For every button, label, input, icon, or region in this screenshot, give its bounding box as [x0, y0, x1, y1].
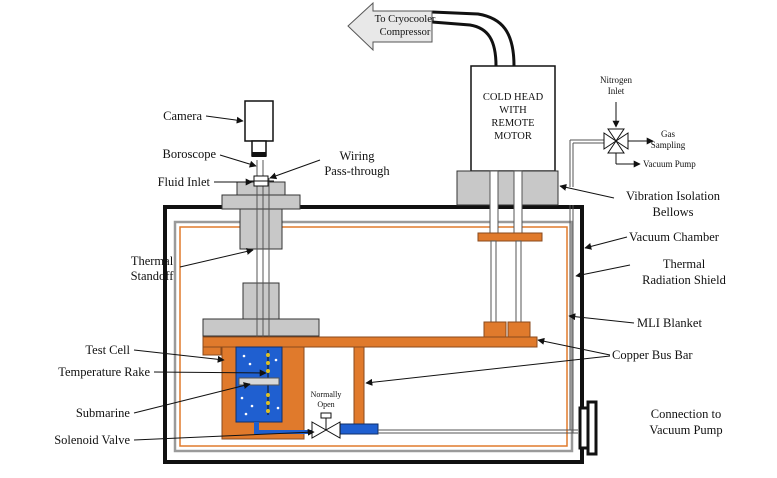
vibration-leader [559, 183, 615, 199]
cold-head-box [470, 65, 556, 172]
temperature-rake-label: Temperature Rake [58, 365, 150, 379]
mli-blanket [179, 226, 568, 447]
thermal-standoff-label-2: Standoff [131, 269, 175, 283]
vacuum-port [578, 400, 598, 456]
submarine [238, 377, 280, 386]
copper-bus-bar [202, 336, 538, 425]
radiation-shield-leader [575, 264, 631, 279]
test-cell-label: Test Cell [85, 343, 130, 357]
copper-bus-bar-leader-1 [537, 337, 611, 356]
vibration-label-2: Bellows [653, 205, 694, 219]
top-flange-assembly [221, 181, 301, 250]
to-cryocooler-arrow [347, 1, 433, 52]
wiring-leader [269, 159, 321, 180]
thermal-standoff [202, 282, 320, 337]
boroscope-leader [219, 154, 257, 168]
solenoid-valve [311, 412, 341, 439]
cold-head-label-3: REMOTE [491, 118, 534, 129]
normally-open-label-2: Open [317, 400, 334, 409]
connection-label-2: Vacuum Pump [649, 423, 722, 437]
thermal-radiation-shield [173, 220, 574, 453]
test-cell-leader [133, 349, 225, 363]
to-cryocooler-label-1: To Cryocooler [375, 14, 436, 25]
cold-head-assembly [456, 65, 559, 338]
radiation-shield-label-2: Radiation Shield [642, 273, 726, 287]
mli-blanket-leader [568, 313, 635, 324]
camera [244, 100, 274, 157]
gas-sampling-label-1: Gas [661, 129, 675, 139]
wiring-label-1: Wiring [340, 149, 376, 163]
camera-leader [205, 115, 244, 124]
cold-head-label-2: WITH [499, 105, 527, 116]
gas-sampling-label-2: Sampling [651, 140, 686, 150]
vacuum-chamber-leader [584, 236, 628, 250]
mli-blanket-label: MLI Blanket [637, 316, 702, 330]
nitrogen-inlet-label-2: Inlet [608, 86, 625, 96]
test-cell [221, 346, 305, 440]
temperature-rake-leader [153, 369, 267, 377]
nitrogen-purge-line [569, 102, 654, 187]
nitrogen-inlet-label-1: Nitrogen [600, 75, 632, 85]
copper-bus-bar-label: Copper Bus Bar [612, 348, 693, 362]
radiation-shield-label-1: Thermal [663, 257, 706, 271]
vacuum-chamber [163, 205, 584, 464]
thermal-standoff-leader [179, 248, 254, 268]
boroscope-label: Boroscope [163, 147, 217, 161]
cold-head-label-1: COLD HEAD [483, 92, 544, 103]
vacuum-chamber-label: Vacuum Chamber [629, 230, 720, 244]
fluid-drain-line [254, 422, 578, 435]
vibration-isolation-bellows [456, 170, 559, 206]
copper-bus-bar-leader-2 [365, 355, 611, 386]
wiring-label-2: Pass-through [324, 164, 390, 178]
boroscope-tube [256, 160, 270, 348]
submarine-leader [133, 382, 251, 414]
vibration-label-1: Vibration Isolation [626, 189, 721, 203]
camera-label: Camera [163, 109, 202, 123]
helium-lines [431, 10, 516, 67]
vacuum-pump-small-label: Vacuum Pump [643, 159, 696, 169]
connection-label-1: Connection to [651, 407, 721, 421]
fluid-bubbles [240, 354, 280, 416]
thermal-standoff-label-1: Thermal [131, 254, 174, 268]
to-cryocooler-label-2: Compressor [380, 27, 431, 38]
submarine-label: Submarine [76, 406, 131, 420]
cold-head-label-4: MOTOR [494, 131, 532, 142]
solenoid-valve-leader [133, 428, 315, 441]
normally-open-label-1: Normally [311, 390, 342, 399]
solenoid-valve-label: Solenoid Valve [54, 433, 130, 447]
fluid-inlet-label: Fluid Inlet [158, 175, 211, 189]
